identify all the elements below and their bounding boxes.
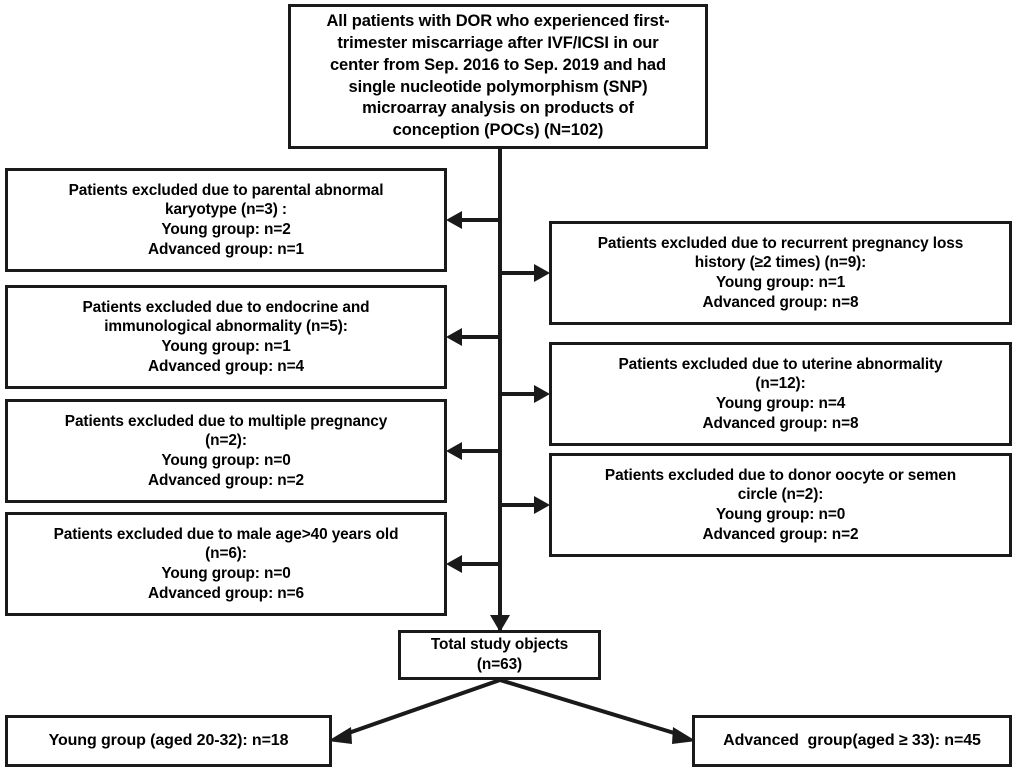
exclusion-line: Young group: n=0 — [161, 565, 291, 582]
exclusion-line: circle (n=2): — [737, 486, 824, 504]
source-line-4: single nucleotide polymorphism (SNP) — [348, 77, 648, 96]
exclusion-line: history (≥2 times) (n=9): — [694, 254, 867, 272]
source-line-5: microarray analysis on products of — [362, 99, 634, 118]
exclusion-line: Patients excluded due to recurrent pregn… — [597, 234, 964, 252]
connector-left-2 — [460, 335, 500, 339]
connector-left-1 — [460, 218, 500, 222]
source-line-6: conception (POCs) (N=102) — [392, 121, 604, 140]
exclusion-line: Advanced group: n=1 — [148, 240, 304, 258]
arrow-left-1-icon — [446, 211, 462, 229]
exclusion-line: (n=2): — [205, 432, 247, 450]
advanced-group-label: Advanced group(aged ≥ 33): n=45 — [723, 731, 981, 749]
exclusion-line: Advanced group: n=2 — [148, 471, 304, 489]
connector-right-3 — [500, 503, 538, 507]
exclusion-line: (n=12): — [755, 375, 806, 393]
connector-main-spine — [498, 148, 502, 633]
young-group-box: Young group (aged 20-32): n=18 — [5, 715, 332, 767]
total-label: Total study objects — [430, 636, 569, 654]
exclusion-box-endocrine: Patients excluded due to endocrine and i… — [5, 285, 447, 389]
exclusion-box-uterine: Patients excluded due to uterine abnorma… — [549, 342, 1012, 446]
exclusion-line: Advanced group: n=2 — [702, 525, 859, 543]
exclusion-line: Young group: n=0 — [715, 506, 846, 523]
arrow-left-2-icon — [446, 328, 462, 346]
exclusion-line: Young group: n=0 — [161, 452, 291, 469]
exclusion-line: Advanced group: n=8 — [702, 414, 859, 432]
arrow-young-icon — [328, 727, 352, 744]
exclusion-box-multiple-pregnancy: Patients excluded due to multiple pregna… — [5, 399, 447, 503]
arrow-right-1-icon — [534, 264, 550, 282]
exclusion-line: Patients excluded due to multiple pregna… — [64, 412, 388, 430]
total-count: (n=63) — [476, 656, 523, 673]
exclusion-line: Patients excluded due to endocrine and — [82, 298, 370, 316]
arrow-right-3-icon — [534, 496, 550, 514]
exclusion-box-recurrent-loss: Patients excluded due to recurrent pregn… — [549, 221, 1012, 325]
exclusion-line: Young group: n=1 — [161, 338, 291, 355]
advanced-group-box: Advanced group(aged ≥ 33): n=45 — [692, 715, 1012, 767]
connector-advanced-line — [499, 678, 685, 738]
exclusion-line: (n=6): — [205, 545, 247, 563]
source-population-box: All patients with DOR who experienced fi… — [288, 4, 708, 149]
exclusion-line: Young group: n=4 — [715, 395, 846, 412]
connector-right-1 — [500, 271, 538, 275]
connector-young-line — [339, 678, 501, 738]
connector-left-3 — [460, 449, 500, 453]
arrow-advanced-icon — [672, 727, 696, 744]
exclusion-line: Advanced group: n=4 — [148, 357, 304, 375]
exclusion-line: karyotype (n=3) : — [165, 201, 287, 219]
exclusion-box-karyotype: Patients excluded due to parental abnorm… — [5, 168, 447, 272]
exclusion-line: Patients excluded due to donor oocyte or… — [604, 466, 957, 484]
source-line-1: All patients with DOR who experienced fi… — [326, 11, 670, 30]
total-study-objects-box: Total study objects (n=63) — [398, 630, 601, 680]
connector-left-4 — [460, 562, 500, 566]
exclusion-line: Patients excluded due to male age>40 yea… — [53, 525, 399, 543]
source-line-2: trimester miscarriage after IVF/ICSI in … — [337, 33, 659, 52]
arrow-right-2-icon — [534, 385, 550, 403]
exclusion-line: Patients excluded due to uterine abnorma… — [618, 355, 943, 373]
exclusion-line: immunological abnormality (n=5): — [104, 318, 348, 336]
young-group-label: Young group (aged 20-32): n=18 — [48, 731, 289, 749]
exclusion-line: Patients excluded due to parental abnorm… — [68, 181, 384, 199]
exclusion-box-donor-gametes: Patients excluded due to donor oocyte or… — [549, 453, 1012, 557]
exclusion-line: Young group: n=2 — [161, 221, 291, 238]
arrow-left-3-icon — [446, 442, 462, 460]
exclusion-box-male-age: Patients excluded due to male age>40 yea… — [5, 512, 447, 616]
exclusion-line: Advanced group: n=8 — [702, 293, 859, 311]
exclusion-line: Young group: n=1 — [715, 274, 846, 291]
connector-right-2 — [500, 392, 538, 396]
connector-group-split — [328, 678, 696, 744]
arrow-down-total-icon — [490, 615, 510, 632]
arrow-left-4-icon — [446, 555, 462, 573]
source-line-3: center from Sep. 2016 to Sep. 2019 and h… — [329, 55, 666, 74]
exclusion-line: Advanced group: n=6 — [148, 584, 304, 602]
